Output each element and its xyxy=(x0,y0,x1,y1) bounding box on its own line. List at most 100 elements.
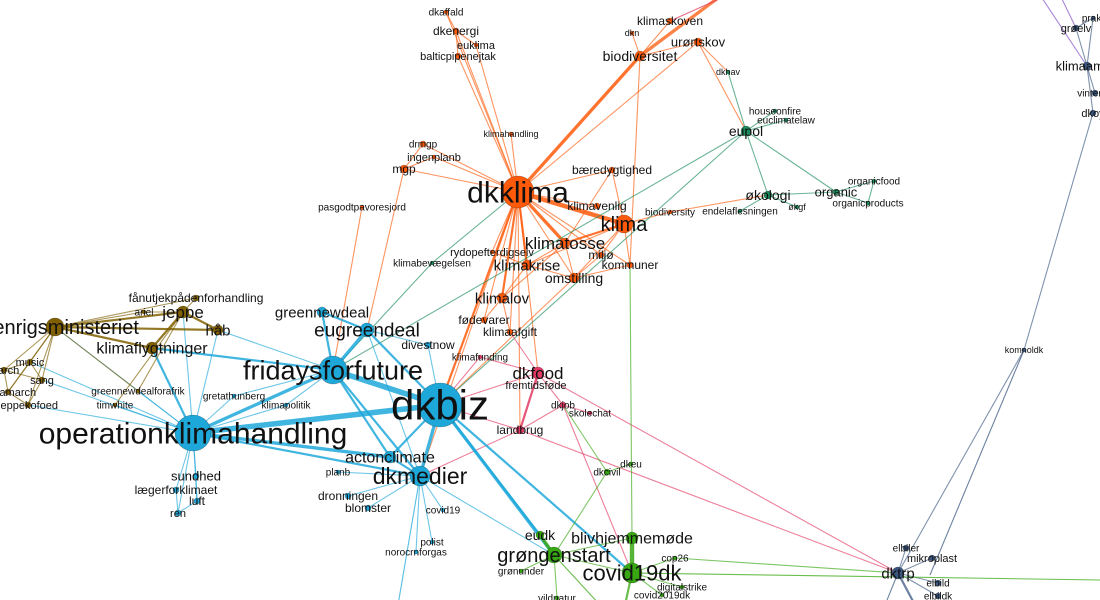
node-dkjob[interactable] xyxy=(559,401,567,409)
node-jeppe[interactable] xyxy=(176,305,190,319)
node-prakt[interactable] xyxy=(1090,15,1096,21)
node-ren[interactable] xyxy=(174,509,182,517)
node-klimapolitik[interactable] xyxy=(283,402,289,408)
node-elbildk[interactable] xyxy=(934,592,942,600)
node-klimaafgift[interactable] xyxy=(506,328,514,336)
node-klimatosse[interactable] xyxy=(559,237,571,249)
node-klimabevgelsen[interactable] xyxy=(429,260,435,266)
node-actonclimate[interactable] xyxy=(383,450,397,464)
node-milj[interactable] xyxy=(597,251,605,259)
node-operationklimahandling[interactable] xyxy=(174,414,212,452)
node-eudk[interactable] xyxy=(535,530,545,540)
node-rydopefterdigselv[interactable] xyxy=(489,249,495,255)
node-grngenstart[interactable] xyxy=(545,546,563,564)
node-dkcivil[interactable] xyxy=(603,468,611,476)
node-klimafunding[interactable] xyxy=(477,354,483,360)
node-klimavenlig[interactable] xyxy=(593,202,601,210)
node-luft[interactable] xyxy=(193,497,201,505)
node-klimamarch[interactable] xyxy=(4,388,12,396)
node-cop26[interactable] xyxy=(672,555,678,561)
node-pasgodtpavoresjord[interactable] xyxy=(359,204,365,210)
node-planb[interactable] xyxy=(335,469,341,475)
node-organicfood[interactable] xyxy=(871,178,877,184)
node-ariel[interactable] xyxy=(141,309,147,315)
node-covid19dk[interactable] xyxy=(621,562,643,584)
node-biodiversitet[interactable] xyxy=(634,50,646,62)
node-organicproducts[interactable] xyxy=(865,200,871,206)
node-greennewdealforafrik[interactable] xyxy=(135,388,141,394)
node-dkoy[interactable] xyxy=(1089,109,1097,117)
node-dkbiz[interactable] xyxy=(417,382,463,428)
node-kgf[interactable] xyxy=(794,204,800,210)
node-drmgp[interactable] xyxy=(419,140,427,148)
node-organic[interactable] xyxy=(832,188,840,196)
node-digitalstrike[interactable] xyxy=(679,584,685,590)
node-klima[interactable] xyxy=(614,214,634,234)
node-klimaamba[interactable] xyxy=(1082,61,1092,71)
node-grnunder[interactable] xyxy=(518,568,524,574)
node-grelv[interactable] xyxy=(1072,24,1080,32)
node-urrtskov[interactable] xyxy=(693,37,703,47)
node-klimakrise[interactable] xyxy=(521,259,533,271)
node-dkenergi[interactable] xyxy=(452,27,460,35)
node-dkaffald[interactable] xyxy=(443,9,449,15)
node-omstilling[interactable] xyxy=(568,272,580,284)
node-klimahandling[interactable] xyxy=(508,131,514,137)
node-covid2019dk[interactable] xyxy=(659,592,665,598)
node-fanutjekpadenforhandling[interactable] xyxy=(192,294,200,302)
node-dkn[interactable] xyxy=(629,30,635,36)
node-kommuner[interactable] xyxy=(626,261,634,269)
node-polist[interactable] xyxy=(429,539,435,545)
node-dkmedier[interactable] xyxy=(409,465,431,487)
node-dkhav[interactable] xyxy=(725,69,731,75)
node-skolechat[interactable] xyxy=(587,410,593,416)
node-fridaysforfuture[interactable] xyxy=(318,355,348,385)
node-euclimatelaw[interactable] xyxy=(783,117,789,123)
node-houseonfire[interactable] xyxy=(772,108,778,114)
node-sundhed[interactable] xyxy=(192,472,200,480)
node-dkklima[interactable] xyxy=(501,175,535,209)
node-dkfood[interactable] xyxy=(531,366,545,380)
node-endelaflesningen[interactable] xyxy=(737,208,743,214)
node-vinterab[interactable] xyxy=(1091,89,1099,97)
node-vildnatur[interactable] xyxy=(554,595,560,600)
node-landbrug[interactable] xyxy=(515,425,525,435)
node-gretathunberg[interactable] xyxy=(231,393,237,399)
node-klimaskoven[interactable] xyxy=(666,17,674,25)
node-blomster[interactable] xyxy=(364,504,372,512)
node-timwhite[interactable] xyxy=(112,402,118,408)
node-ingenplanb[interactable] xyxy=(431,154,437,160)
node-dktrp[interactable] xyxy=(891,566,905,580)
node-eugreendeal[interactable] xyxy=(359,322,375,338)
node-klimalov[interactable] xyxy=(496,292,508,304)
node-lgerforklimaet[interactable] xyxy=(172,486,180,494)
node-divestnow[interactable] xyxy=(424,341,432,349)
node-march[interactable] xyxy=(0,366,8,374)
node-klimaflygtninger[interactable] xyxy=(145,341,159,355)
node-biodiversity[interactable] xyxy=(667,209,673,215)
node-dkeu[interactable] xyxy=(628,461,634,467)
node-greennewdeal[interactable] xyxy=(316,306,328,318)
node-mikroplast[interactable] xyxy=(928,554,936,562)
node-bredygtighed[interactable] xyxy=(608,166,616,174)
node-jeppekofoed[interactable] xyxy=(24,401,32,409)
node-eupol[interactable] xyxy=(740,125,752,137)
node-kologi[interactable] xyxy=(763,190,773,200)
node-elbild[interactable] xyxy=(934,579,942,587)
node-fdevarer[interactable] xyxy=(480,316,488,324)
node-euklima[interactable] xyxy=(473,42,479,48)
node-elbiler[interactable] xyxy=(902,544,910,552)
node-mgp[interactable] xyxy=(399,164,409,174)
node-hab[interactable] xyxy=(212,324,224,336)
node-udenrigsministeriet[interactable] xyxy=(45,317,65,337)
node-dronningen[interactable] xyxy=(344,492,352,500)
node-komnoldk[interactable] xyxy=(1021,347,1027,353)
node-blivhjemmemde[interactable] xyxy=(625,531,639,545)
node-covid19[interactable] xyxy=(440,507,446,513)
node-balticpipenejtak[interactable] xyxy=(454,52,462,60)
node-sang[interactable] xyxy=(38,376,46,384)
node-music[interactable] xyxy=(26,358,34,366)
node-norocrnforgas[interactable] xyxy=(413,549,419,555)
